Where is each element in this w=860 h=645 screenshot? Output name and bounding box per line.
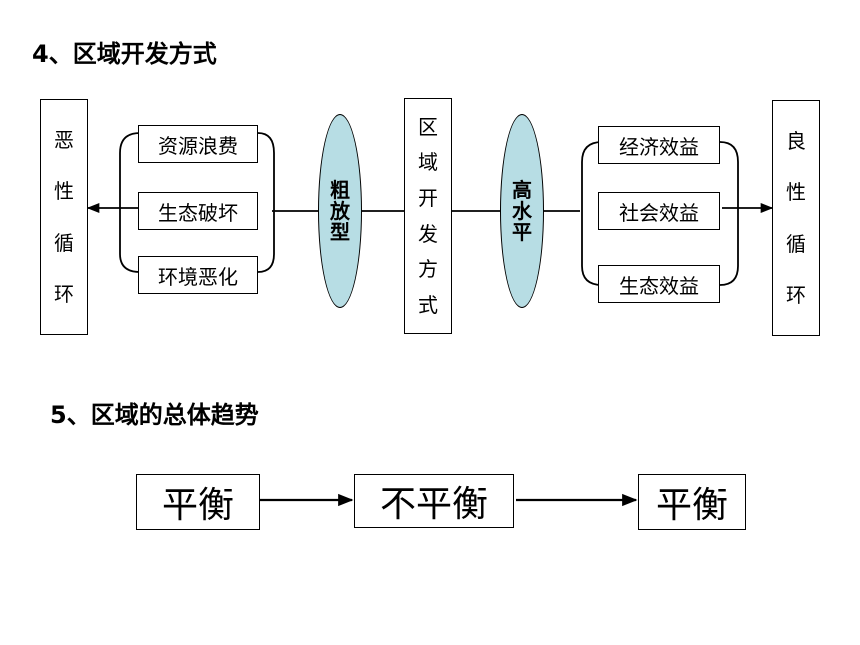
- vicious-cycle-char: 循: [54, 230, 74, 255]
- vicious-cycle-char: 环: [54, 282, 74, 307]
- economic-benefit-box: 经济效益: [598, 126, 720, 164]
- extensive-mode-ellipse: 粗 放 型: [318, 114, 362, 308]
- center-char: 发: [418, 221, 438, 246]
- center-char: 开: [418, 186, 438, 211]
- left-bracket-right: [257, 132, 275, 273]
- vicious-cycle-box: 恶 性 循 环: [40, 99, 88, 335]
- right-bracket-right: [719, 141, 739, 286]
- center-char: 方: [418, 257, 438, 282]
- virtuous-cycle-char: 良: [786, 128, 806, 153]
- regional-development-box: 区 域 开 发 方 式: [404, 98, 452, 334]
- center-char: 域: [418, 150, 438, 175]
- center-char: 式: [418, 293, 438, 318]
- virtuous-cycle-char: 性: [786, 180, 806, 205]
- env-deterioration-box: 环境恶化: [138, 256, 258, 294]
- high-level-char: 水: [512, 198, 532, 223]
- trend-stage-balance-2: 平衡: [638, 474, 746, 530]
- high-level-char: 平: [512, 219, 532, 244]
- vicious-cycle-char: 性: [54, 179, 74, 204]
- section-4-title: 4、区域开发方式: [32, 40, 217, 68]
- right-bracket: [581, 141, 603, 286]
- virtuous-cycle-box: 良 性 循 环: [772, 100, 820, 336]
- ecological-benefit-box: 生态效益: [598, 265, 720, 303]
- high-level-mode-ellipse: 高 水 平: [500, 114, 544, 308]
- virtuous-cycle-char: 循: [786, 231, 806, 256]
- extensive-mode-char: 放: [330, 198, 350, 223]
- resource-waste-box: 资源浪费: [138, 125, 258, 163]
- trend-stage-balance-1: 平衡: [136, 474, 260, 530]
- eco-damage-box: 生态破坏: [138, 192, 258, 230]
- social-benefit-box: 社会效益: [598, 192, 720, 230]
- vicious-cycle-char: 恶: [54, 127, 74, 152]
- trend-stage-imbalance: 不平衡: [354, 474, 514, 528]
- extensive-mode-char: 粗: [330, 177, 350, 202]
- high-level-char: 高: [512, 177, 532, 202]
- left-bracket: [119, 132, 141, 273]
- extensive-mode-char: 型: [330, 219, 350, 244]
- center-char: 区: [418, 114, 438, 139]
- virtuous-cycle-char: 环: [786, 283, 806, 308]
- section-5-title: 5、区域的总体趋势: [50, 401, 259, 429]
